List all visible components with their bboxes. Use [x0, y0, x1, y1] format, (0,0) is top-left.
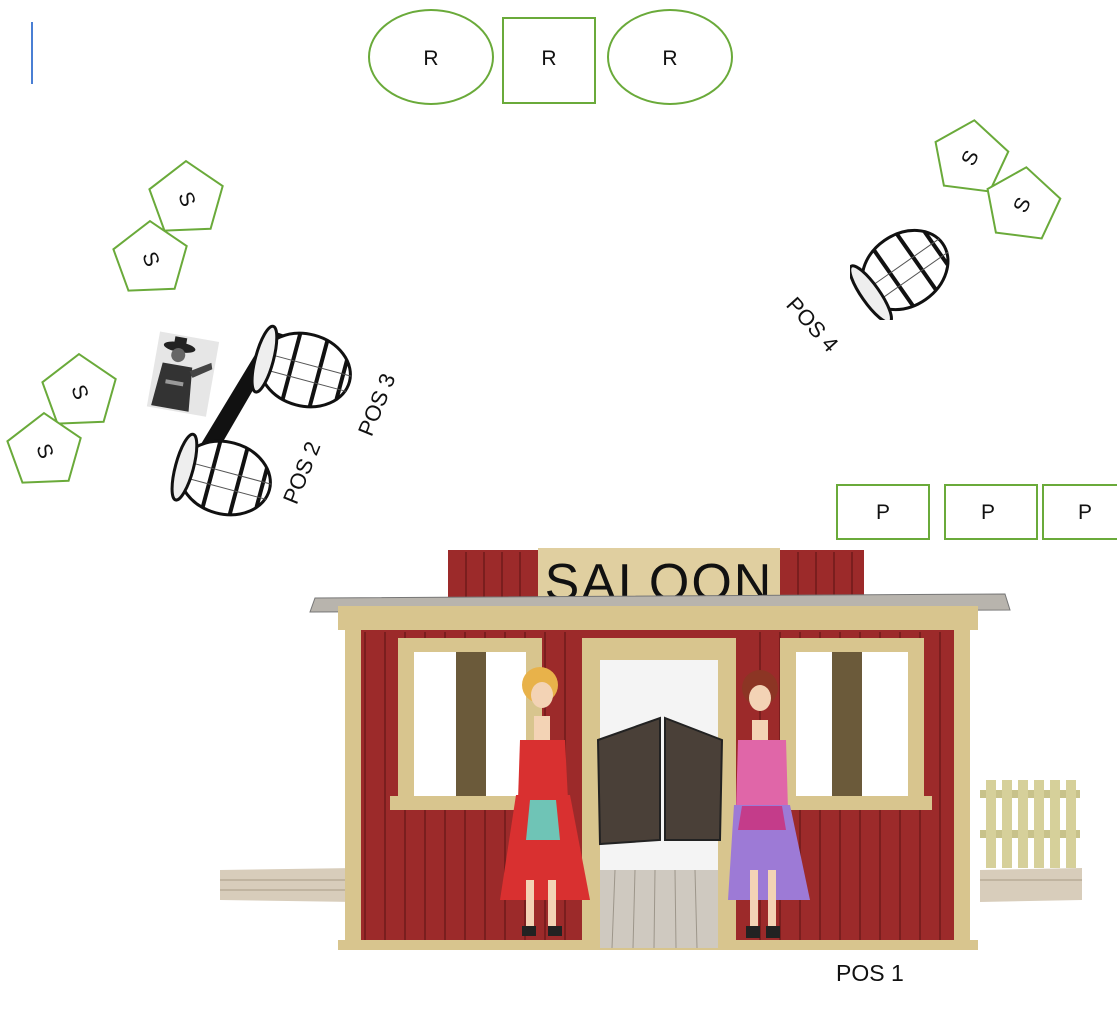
pos-1-label: POS 1 — [836, 960, 904, 987]
barrel-icon[interactable] — [850, 220, 960, 320]
cowboy-figure-icon — [145, 330, 220, 418]
barrel-icon[interactable] — [166, 430, 278, 525]
saloon-building-icon: SALOON — [220, 540, 1090, 950]
barrel-icon[interactable] — [246, 322, 358, 417]
fence-icon — [980, 780, 1080, 868]
